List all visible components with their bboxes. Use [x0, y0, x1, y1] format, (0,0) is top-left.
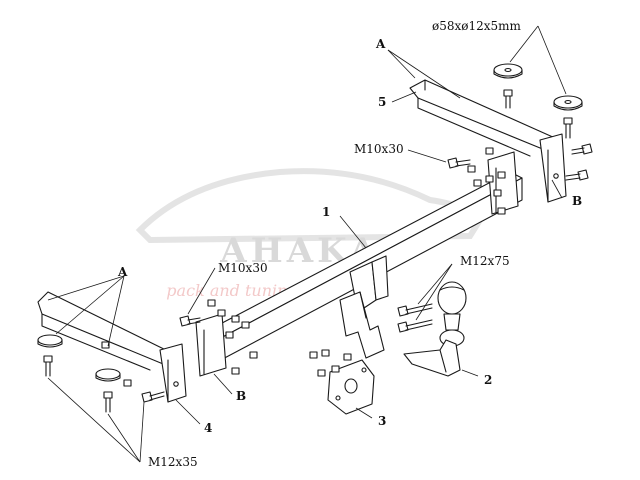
- leader-lines: [47, 25, 567, 463]
- label-part-5: 5: [378, 95, 386, 109]
- spacer-discs-right: [493, 63, 583, 111]
- label-part-1: 1: [322, 205, 330, 219]
- fasteners: [43, 89, 593, 413]
- label-part-3: 3: [378, 414, 386, 428]
- callout-labels: ø58xø12x5mm A 5 M10x30 B 1 M12x75 A M10x…: [117, 19, 582, 469]
- label-ref-b-right: B: [572, 194, 582, 208]
- label-m10x30-left: M10x30: [218, 261, 268, 275]
- label-m12x75: M12x75: [460, 254, 510, 268]
- left-side-bracket: [37, 291, 187, 403]
- label-ref-b-left: B: [236, 389, 246, 403]
- label-m10x30-right: M10x30: [354, 142, 404, 156]
- main-crossbar: [195, 151, 523, 377]
- label-ref-a-right: A: [375, 37, 386, 51]
- label-spacer-size: ø58xø12x5mm: [432, 19, 522, 33]
- label-part-4: 4: [204, 421, 212, 435]
- right-side-bracket: [409, 79, 567, 203]
- tow-ball: [403, 281, 467, 377]
- label-part-2: 2: [484, 373, 492, 387]
- spacer-discs-left: [37, 334, 121, 382]
- label-m12x35: M12x35: [148, 455, 198, 469]
- label-ref-a-left: A: [117, 265, 128, 279]
- socket-plate: [327, 359, 375, 415]
